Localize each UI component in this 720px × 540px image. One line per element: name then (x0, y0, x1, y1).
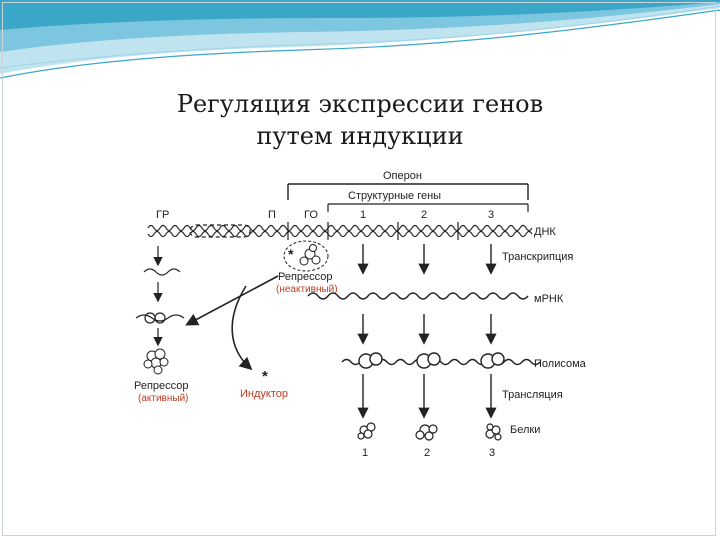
region-promoter: П (268, 209, 276, 221)
induction-diagram: Оперон Структурные гены ГР П ГО 1 2 3 (128, 168, 596, 462)
operon-label: Оперон (383, 170, 422, 182)
mrna-label: мРНК (534, 293, 564, 305)
structural-genes-bracket (327, 203, 529, 212)
title-line-1: Регуляция экспрессии генов (176, 90, 544, 118)
mrna-strand (307, 292, 529, 300)
structural-genes-label: Структурные гены (348, 190, 441, 202)
protein-2 (415, 424, 438, 441)
translation-label: Трансляция (502, 389, 563, 401)
protein-number-1: 1 (362, 447, 368, 459)
operon-bracket (287, 183, 529, 200)
decorative-banner (0, 0, 720, 79)
protein-number-3: 3 (489, 447, 495, 459)
bound-inducer-symbol: * (288, 246, 294, 262)
regulator-pathway (135, 246, 185, 347)
repressor-inactive-blob (283, 240, 329, 272)
repressor-active-state: (активный) (138, 393, 188, 404)
protein-3 (485, 423, 502, 441)
repressor-inactive-state: (неактивный) (276, 284, 338, 295)
dna-strand (147, 222, 533, 240)
region-gene-1: 1 (360, 209, 366, 221)
inducer-arrows (185, 275, 279, 371)
proteins-label: Белки (510, 424, 540, 436)
transcription-label: Транскрипция (502, 251, 573, 263)
transcription-arrows (357, 244, 497, 275)
inducer-label: Индуктор (240, 388, 288, 400)
dna-label: ДНК (534, 226, 556, 238)
repressor-active-label: Репрессор (134, 380, 189, 392)
polysome-arrows (357, 314, 497, 345)
inducer-symbol: * (262, 368, 268, 385)
slide-title: Регуляция экспрессии генов путем индукци… (110, 88, 610, 152)
diagram-canvas: Оперон Структурные гены ГР П ГО 1 2 3 (134, 170, 587, 459)
protein-1 (357, 422, 376, 440)
polysome-label: Полисома (534, 358, 587, 370)
region-regulator-gene: ГР (156, 209, 169, 221)
repressor-active-blob (143, 348, 169, 375)
region-gene-3: 3 (488, 209, 494, 221)
title-line-2: путем индукции (256, 122, 464, 150)
region-operator: ГО (304, 209, 318, 221)
translation-arrows (357, 374, 497, 419)
repressor-inactive-label: Репрессор (278, 271, 333, 283)
protein-number-2: 2 (424, 447, 430, 459)
ribosomes (358, 352, 505, 369)
region-gene-2: 2 (421, 209, 427, 221)
